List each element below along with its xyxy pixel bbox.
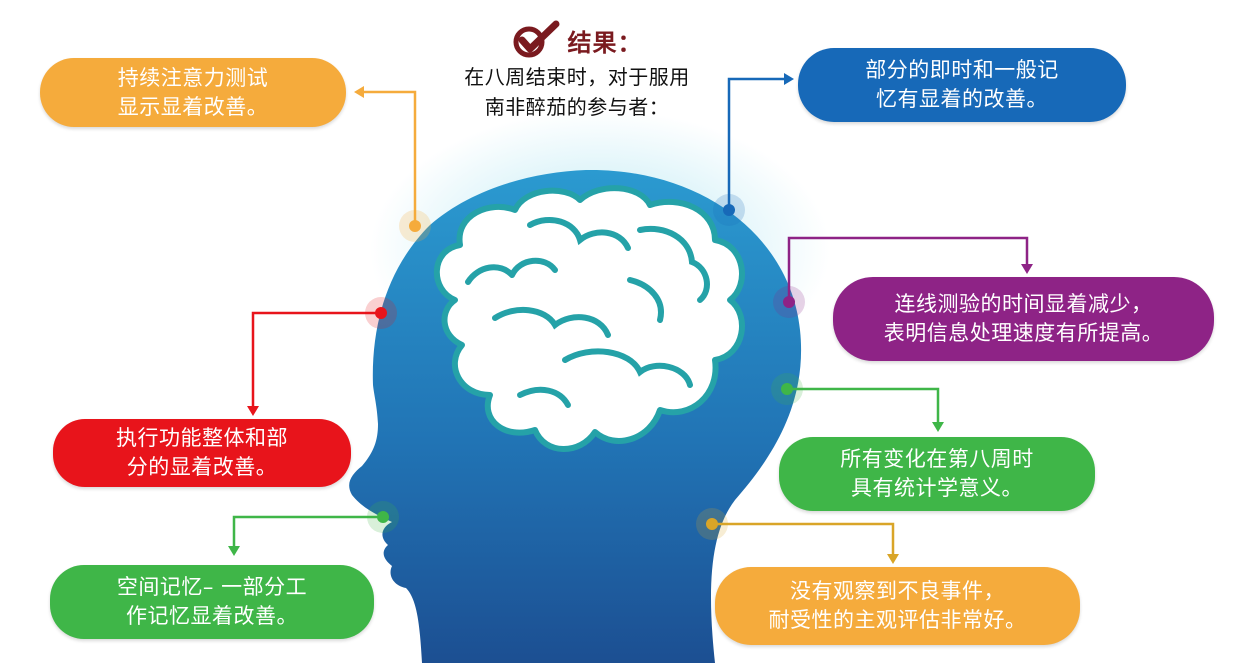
finding-statistical-significance: 所有变化在第八周时 具有统计学意义。 [779,437,1095,511]
finding-executive-function-line-2: 分的显着改善。 [126,455,278,479]
finding-statistical-significance-line-1: 所有变化在第八周时 [840,447,1034,471]
header-title-row: 结果： [418,18,736,62]
finding-sustained-attention: 持续注意力测试 显示显着改善。 [40,58,346,127]
finding-memory-line-1: 部分的即时和一般记 [865,58,1059,82]
dot-tolerability [706,518,718,530]
finding-trail-making-line-1: 连线测验的时间显着减少， [894,292,1153,316]
finding-memory-line-2: 忆有显着的改善。 [876,87,1048,111]
finding-memory: 部分的即时和一般记 忆有显着的改善。 [798,48,1126,122]
connector-trail-making [787,236,1029,302]
finding-sustained-attention-line-2: 显示显着改善。 [117,94,269,119]
connector-spatial-memory [232,515,383,548]
finding-tolerability-line-2: 耐受性的主观评估非常好。 [768,608,1027,632]
finding-trail-making-line-2: 表明信息处理速度有所提高。 [883,321,1164,345]
results-header: 结果： 在八周结束时，对于服用 南非醉茄的参与者： [418,18,736,122]
dot-executive-function [375,307,387,319]
connector-executive-function [251,311,381,408]
dot-spatial-memory [377,511,389,523]
check-mark-icon [513,20,559,58]
finding-tolerability: 没有观察到不良事件， 耐受性的主观评估非常好。 [715,567,1080,645]
header-line-2: 南非醉茄的参与者： [484,95,670,119]
finding-spatial-memory-line-1: 空间记忆– 一部分工 [116,575,308,599]
finding-spatial-memory: 空间记忆– 一部分工 作记忆显着改善。 [50,565,374,639]
connector-statistical-significance [787,387,940,424]
dot-sustained-attention [409,220,421,232]
finding-executive-function: 执行功能整体和部 分的显着改善。 [53,419,351,487]
finding-sustained-attention-line-1: 持续注意力测试 [117,65,269,90]
connector-tolerability [712,522,895,556]
dot-statistical-significance [781,383,793,395]
connector-sustained-attention [362,90,417,226]
dot-memory [723,204,735,216]
finding-executive-function-line-1: 执行功能整体和部 [116,426,288,450]
header-line-1: 在八周结束时，对于服用 [464,65,690,89]
dot-trail-making [783,296,795,308]
connectors [228,73,1033,564]
connector-dots [365,194,805,540]
finding-trail-making: 连线测验的时间显着减少， 表明信息处理速度有所提高。 [833,277,1214,361]
finding-statistical-significance-line-2: 具有统计学意义。 [851,476,1023,500]
finding-spatial-memory-line-2: 作记忆显着改善。 [126,604,298,628]
connector-memory [727,77,786,210]
header-title: 结果： [567,28,643,57]
finding-tolerability-line-1: 没有观察到不良事件， [790,579,1005,603]
brain-icon [433,185,745,452]
